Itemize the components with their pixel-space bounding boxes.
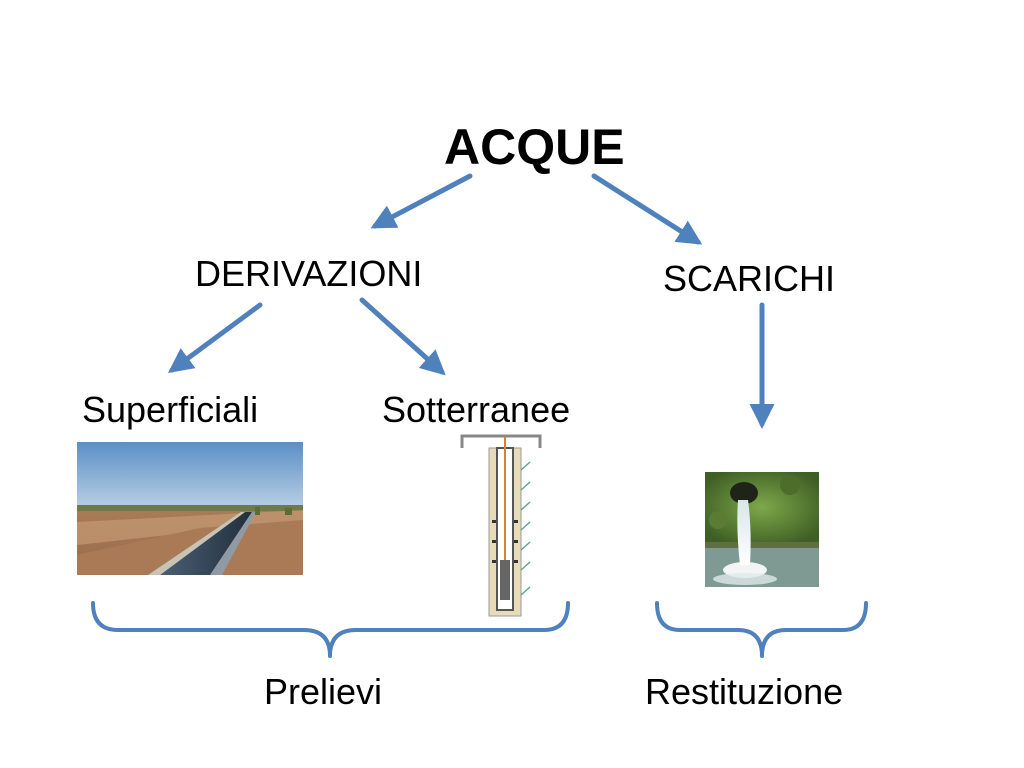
- arrow-acque-to-derivazioni: [370, 173, 473, 229]
- root-node-acque: ACQUE: [444, 119, 625, 175]
- outfall-photo-icon: [705, 472, 819, 587]
- braces: [91, 601, 868, 658]
- arrows: [167, 173, 775, 429]
- branch-node-derivazioni: DERIVAZIONI: [195, 253, 423, 294]
- arrow-acque-to-scarichi: [591, 173, 703, 245]
- leaf-node-sotterranee: Sotterranee: [382, 389, 571, 430]
- arrow-derivazioni-to-sotterranee: [359, 297, 446, 376]
- brace-prelievi: [91, 601, 570, 658]
- leaf-node-superficiali: Superficiali: [82, 389, 259, 430]
- group-label-prelievi: Prelievi: [264, 671, 383, 712]
- canal-photo-icon: [77, 442, 303, 575]
- arrow-derivazioni-to-superficiali: [167, 302, 263, 373]
- group-label-restituzione: Restituzione: [645, 671, 844, 712]
- brace-restituzione: [655, 601, 868, 658]
- well-diagram-icon: [460, 434, 542, 617]
- branch-node-scarichi: SCARICHI: [663, 258, 836, 299]
